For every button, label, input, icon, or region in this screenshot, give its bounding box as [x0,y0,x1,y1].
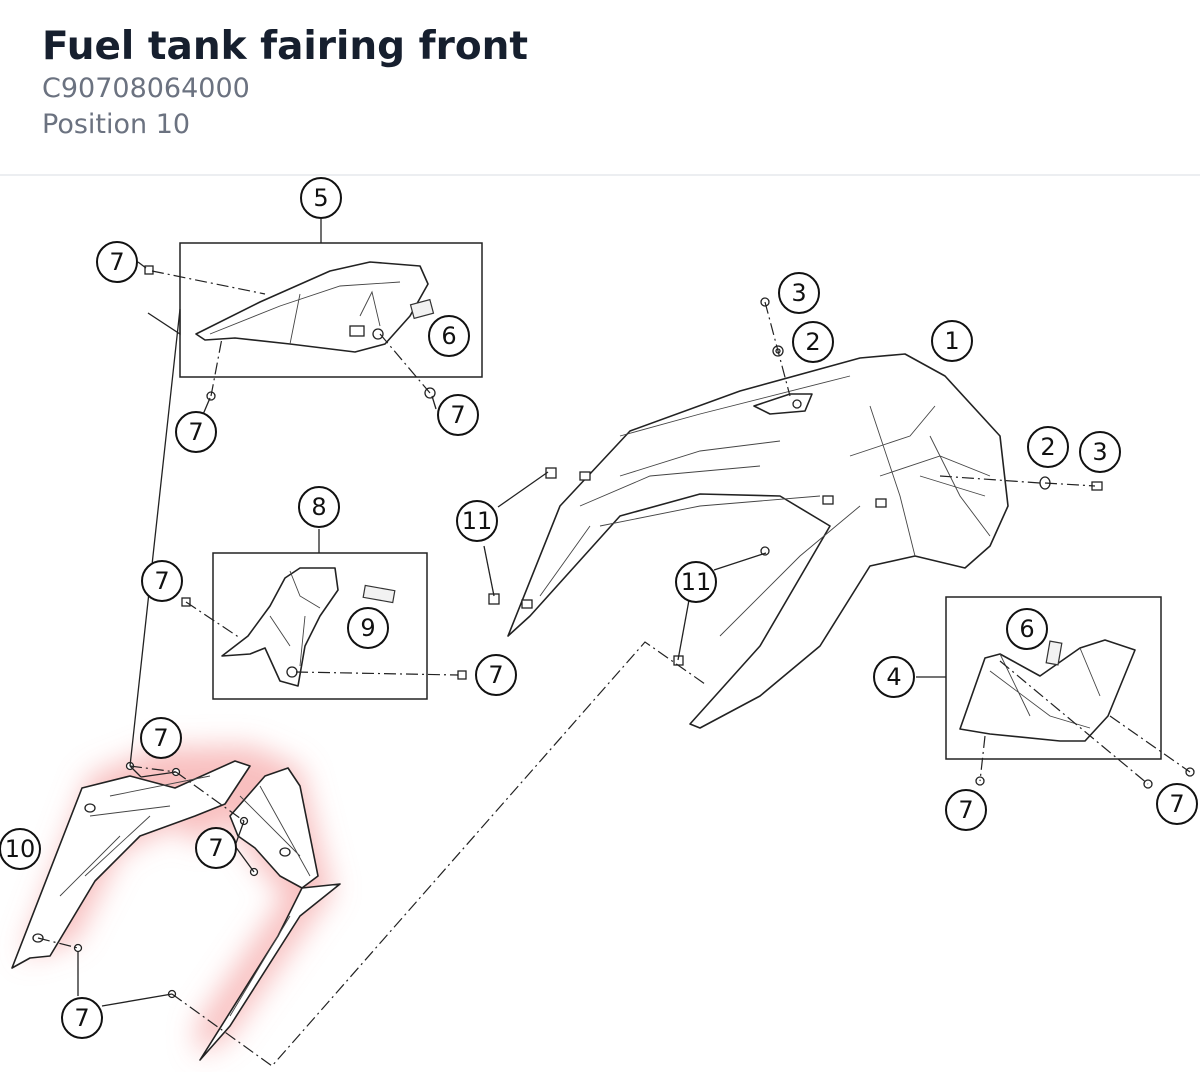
callout-7[interactable]: 7 [475,654,517,696]
callout-2[interactable]: 2 [1027,426,1069,468]
callout-label: 10 [5,835,36,863]
callout-7[interactable]: 7 [1156,783,1198,825]
callout-ring [61,997,103,1039]
callout-7[interactable]: 7 [140,717,182,759]
callout-label: 7 [188,418,203,446]
part-4-frame[interactable] [916,596,1195,789]
callout-ring [873,656,915,698]
callout-ring [1027,426,1069,468]
assembly-lines [37,270,1191,1067]
part-5-frame[interactable] [144,219,483,401]
callout-label: 6 [1019,615,1034,643]
callout-label: 8 [311,493,326,521]
callout-ring [141,560,183,602]
callout-6[interactable]: 6 [1006,608,1048,650]
callout-ring [175,411,217,453]
callout-ring [792,321,834,363]
callout-label: 7 [109,248,124,276]
callout-7[interactable]: 7 [175,411,217,453]
part-1-main-fairing[interactable] [507,353,1009,729]
callout-label: 7 [208,834,223,862]
callout-11[interactable]: 11 [456,500,498,542]
callout-label: 7 [450,401,465,429]
part-1-body [507,353,1009,729]
part-4-side-cover [959,639,1136,742]
callout-7[interactable]: 7 [96,241,138,283]
callout-ring [675,561,717,603]
callout-ring [945,789,987,831]
callout-label: 11 [462,507,493,535]
part-10-left-panel [11,760,251,969]
callouts: 1 2 2 3 3 4 5 6 6 7 7 7 7 7 7 7 7 7 7 8 9 10 11 11 [0,177,1198,1039]
exploded-parts-diagram: 1 2 2 3 3 4 5 6 6 7 7 7 7 7 7 7 7 7 7 8 9 10 11 11 [0,177,1198,1067]
callout-2[interactable]: 2 [792,321,834,363]
callout-label: 3 [791,279,806,307]
callout-label: 7 [154,567,169,595]
part-8-frame[interactable] [181,529,467,700]
callout-label: 1 [944,327,959,355]
callout-9[interactable]: 9 [347,607,389,649]
callout-ring [298,486,340,528]
callout-ring [300,177,342,219]
callout-7[interactable]: 7 [61,997,103,1039]
callout-ring [96,241,138,283]
callout-10[interactable]: 10 [0,828,41,870]
callout-7[interactable]: 7 [437,394,479,436]
part-5-side-panel [195,261,429,353]
callout-ring [1079,431,1121,473]
callout-ring [437,394,479,436]
callout-5[interactable]: 5 [300,177,342,219]
callout-label: 2 [1040,433,1055,461]
callout-6[interactable]: 6 [428,315,470,357]
part-number: C90708064000 [42,73,250,104]
callout-7[interactable]: 7 [141,560,183,602]
callout-label: 5 [313,184,328,212]
callout-11[interactable]: 11 [675,561,717,603]
callout-label: 7 [958,796,973,824]
leader-lines [77,261,767,1007]
callout-1[interactable]: 1 [931,320,973,362]
callout-label: 7 [488,661,503,689]
part-10-fairing-front[interactable] [11,746,341,1061]
callout-ring [931,320,973,362]
callout-ring [428,315,470,357]
callout-label: 9 [360,614,375,642]
callout-ring [456,500,498,542]
callout-ring [778,272,820,314]
part-10-surface-lines [59,775,311,1017]
callout-ring [140,717,182,759]
callout-label: 3 [1092,438,1107,466]
callout-label: 2 [805,328,820,356]
callout-label: 11 [681,568,712,596]
callout-label: 4 [886,663,901,691]
callout-8[interactable]: 8 [298,486,340,528]
callout-ring [347,607,389,649]
callout-ring [195,827,237,869]
part-1-filler-recess [753,393,813,415]
callout-label: 6 [441,322,456,350]
part-10-upper-right-panel [229,767,319,889]
part-9-sticker [362,584,396,604]
part-6-sticker-top [409,298,435,320]
position-label: Position 10 [42,109,191,140]
part-8-side-cover [221,567,339,687]
callout-ring [1156,783,1198,825]
callout-label: 7 [74,1004,89,1032]
callout-ring [0,828,41,870]
part-1-surface-lines [539,375,991,637]
page-header: Fuel tank fairing front C90708064000 Pos… [0,0,1200,176]
callout-3[interactable]: 3 [1079,431,1121,473]
callout-4[interactable]: 4 [873,656,915,698]
callout-7[interactable]: 7 [195,827,237,869]
page-title: Fuel tank fairing front [42,24,529,69]
part-6-sticker-right [1045,640,1063,666]
callout-3[interactable]: 3 [778,272,820,314]
callout-ring [475,654,517,696]
callout-ring [1006,608,1048,650]
callout-label: 7 [1169,790,1184,818]
callout-label: 7 [153,724,168,752]
callout-7[interactable]: 7 [945,789,987,831]
